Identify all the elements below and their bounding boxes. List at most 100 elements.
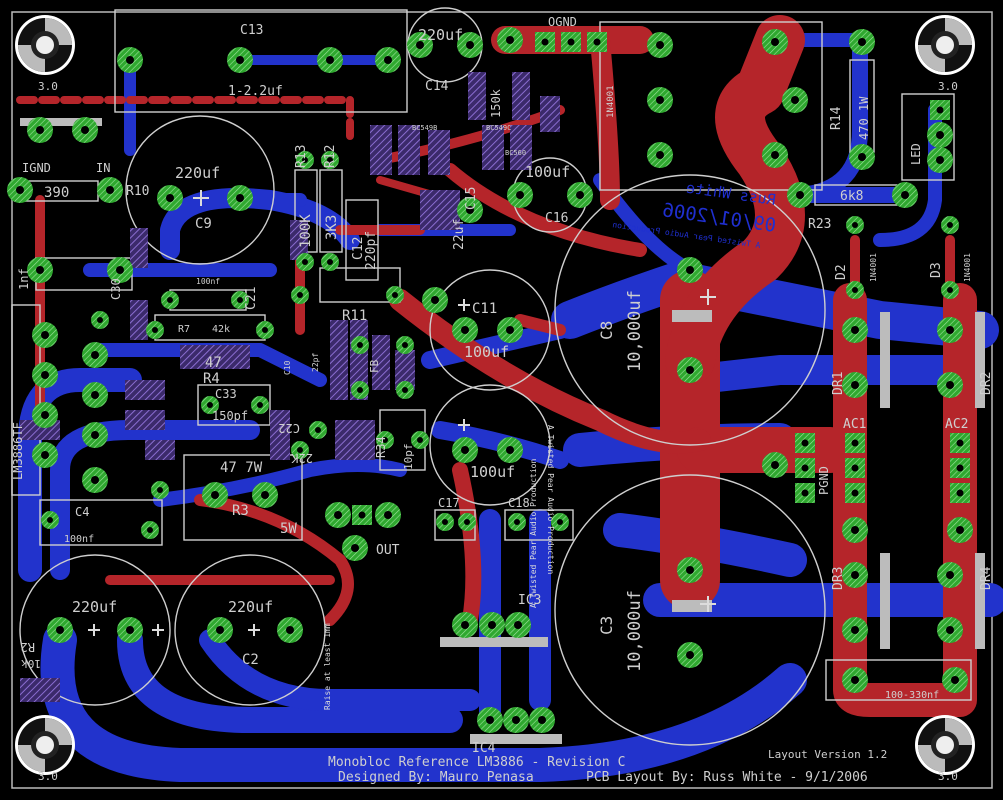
label-ic4: IC4 [472, 741, 496, 756]
label-r3: R3 [232, 503, 249, 519]
label-c30-value: 1nf [17, 268, 31, 290]
title-block: Monobloc Reference LM3886 - Revision C D… [328, 748, 887, 785]
label-r4-value: 47 [205, 355, 222, 371]
label-c9: C9 [195, 216, 212, 232]
label-c14-value: 220uf [418, 26, 463, 44]
label-c1-value: 220uf [72, 598, 117, 616]
label-r4: R4 [203, 371, 220, 387]
label-q3: BC560 [505, 149, 526, 157]
label-d3: D3 [929, 262, 944, 278]
label-r34-value: 10pf [402, 444, 415, 471]
label-r7-value: 42k [212, 324, 230, 335]
label-d2: D2 [834, 264, 849, 280]
label-c4: C4 [75, 505, 89, 519]
label-c2-value: 220uf [228, 598, 273, 616]
label-r14-value: 470 1W [857, 96, 871, 140]
silkscreen-outlines [11, 7, 972, 746]
label-c33: C33 [215, 387, 237, 401]
label-r34: R34 [374, 436, 388, 458]
label-c33-value: 150pf [212, 409, 248, 423]
label-c3-value: 10,000uf [625, 590, 645, 672]
label-r11: R11 [342, 308, 367, 324]
label-c3: C3 [597, 616, 616, 635]
label-r3-value: 47 7W [220, 460, 263, 476]
label-ignd: IGND [22, 161, 51, 175]
label-r23: R23 [808, 217, 831, 232]
label-dr3: DR3 [831, 567, 846, 590]
silkscreen-labels: C13 1-2.2uf 220uf C14 OGND 150k R14 470 … [11, 15, 994, 756]
label-r12-value: 3K3 [324, 215, 340, 240]
label-r23-value: 6k8 [840, 189, 863, 204]
label-ic3: IC3 [518, 593, 541, 608]
label-r10: R10 [126, 184, 149, 199]
label-r12: R12 [323, 145, 338, 168]
label-c16-value: 100uf [525, 163, 570, 181]
label-c12: C12 [351, 237, 366, 260]
label-in: IN [96, 161, 110, 175]
label-c14: C14 [425, 79, 449, 94]
label-q2: BC549C [486, 124, 511, 132]
label-cap-range: 100-330nf [885, 690, 939, 701]
label-c15: C15 [464, 187, 479, 210]
copper-credit-vertical-2: A Twisted Pear Audio Production [529, 459, 538, 608]
label-d3-value: 1N4001 [963, 253, 972, 282]
top-copper-credits: A Twisted Pear Audio Production A Twiste… [323, 425, 555, 710]
label-dr1: DR1 [831, 372, 846, 395]
label-r2: R2 [21, 640, 35, 654]
smd-pads [20, 72, 560, 702]
label-fb: FB [368, 359, 381, 373]
label-c12-value: 220pf [364, 231, 379, 270]
mount-hole-label-br: 3.0 [938, 770, 958, 783]
label-c10-value: 22pf [311, 353, 320, 372]
copper-credit-vertical: A Twisted Pear Audio Production [546, 425, 555, 574]
label-c11-value: 100uf [464, 343, 509, 361]
polarity-marks [88, 190, 716, 636]
label-r13-value: 100K [298, 214, 314, 248]
label-lm3886: LM3886TF [11, 422, 25, 480]
label-r7: R7 [178, 324, 190, 335]
label-ac2: AC2 [945, 417, 968, 432]
label-r13: R13 [294, 145, 309, 168]
label-c21-value: 100nf [196, 277, 220, 286]
label-r3-watt: 5W [280, 521, 297, 537]
label-c15-value: 22uf [452, 219, 467, 250]
label-c17: C17 [438, 496, 460, 510]
label-c11: C11 [472, 301, 497, 317]
mount-hole-label-tl: 3.0 [38, 80, 58, 93]
label-q1: BC549B [412, 124, 437, 132]
label-c10: C10 [283, 360, 292, 375]
label-r10-value: 390 [44, 185, 69, 201]
label-out: OUT [376, 543, 400, 558]
raise-note: Raise at least 1mm [323, 623, 332, 710]
label-c6-value: 100uf [470, 463, 515, 481]
label-ac1: AC1 [843, 417, 866, 432]
mirrored-copper-text: Russ White 09/01/2006 A Twisted Pear Aud… [612, 179, 778, 250]
layout-version: Layout Version 1.2 [768, 748, 887, 761]
label-c18: C18 [508, 496, 530, 510]
label-d2-value: 1N4001 [869, 253, 878, 282]
label-c13-value: 1-2.2uf [228, 84, 283, 99]
label-r15-value: 150k [489, 88, 503, 118]
label-dr2: DR2 [979, 372, 994, 395]
label-c9-value: 220uf [175, 164, 220, 182]
label-r14: R14 [829, 106, 844, 130]
label-c8-value: 10,000uf [625, 290, 645, 372]
label-led: LED [909, 143, 923, 165]
mount-hole-label-tr: 3.0 [938, 80, 958, 93]
label-r1-value: 22K [291, 451, 313, 465]
label-ognd: OGND [548, 15, 577, 29]
label-c2: C2 [242, 652, 259, 668]
label-c16: C16 [545, 211, 568, 226]
label-d4-value: 1N4001 [606, 85, 616, 118]
label-c22: C22 [278, 421, 300, 435]
title-line-1: Monobloc Reference LM3886 - Revision C [328, 755, 625, 770]
label-c8: C8 [597, 321, 616, 340]
label-dr4: DR4 [979, 566, 994, 590]
label-c13: C13 [240, 23, 263, 38]
title-line-3: PCB Layout By: Russ White - 9/1/2006 [586, 770, 868, 785]
mount-hole-labels: 3.0 3.0 3.0 3.0 [38, 80, 958, 783]
title-line-2: Designed By: Mauro Penasa [338, 770, 534, 785]
label-r2-value: 10k [21, 657, 41, 670]
label-c30: C30 [109, 278, 123, 300]
